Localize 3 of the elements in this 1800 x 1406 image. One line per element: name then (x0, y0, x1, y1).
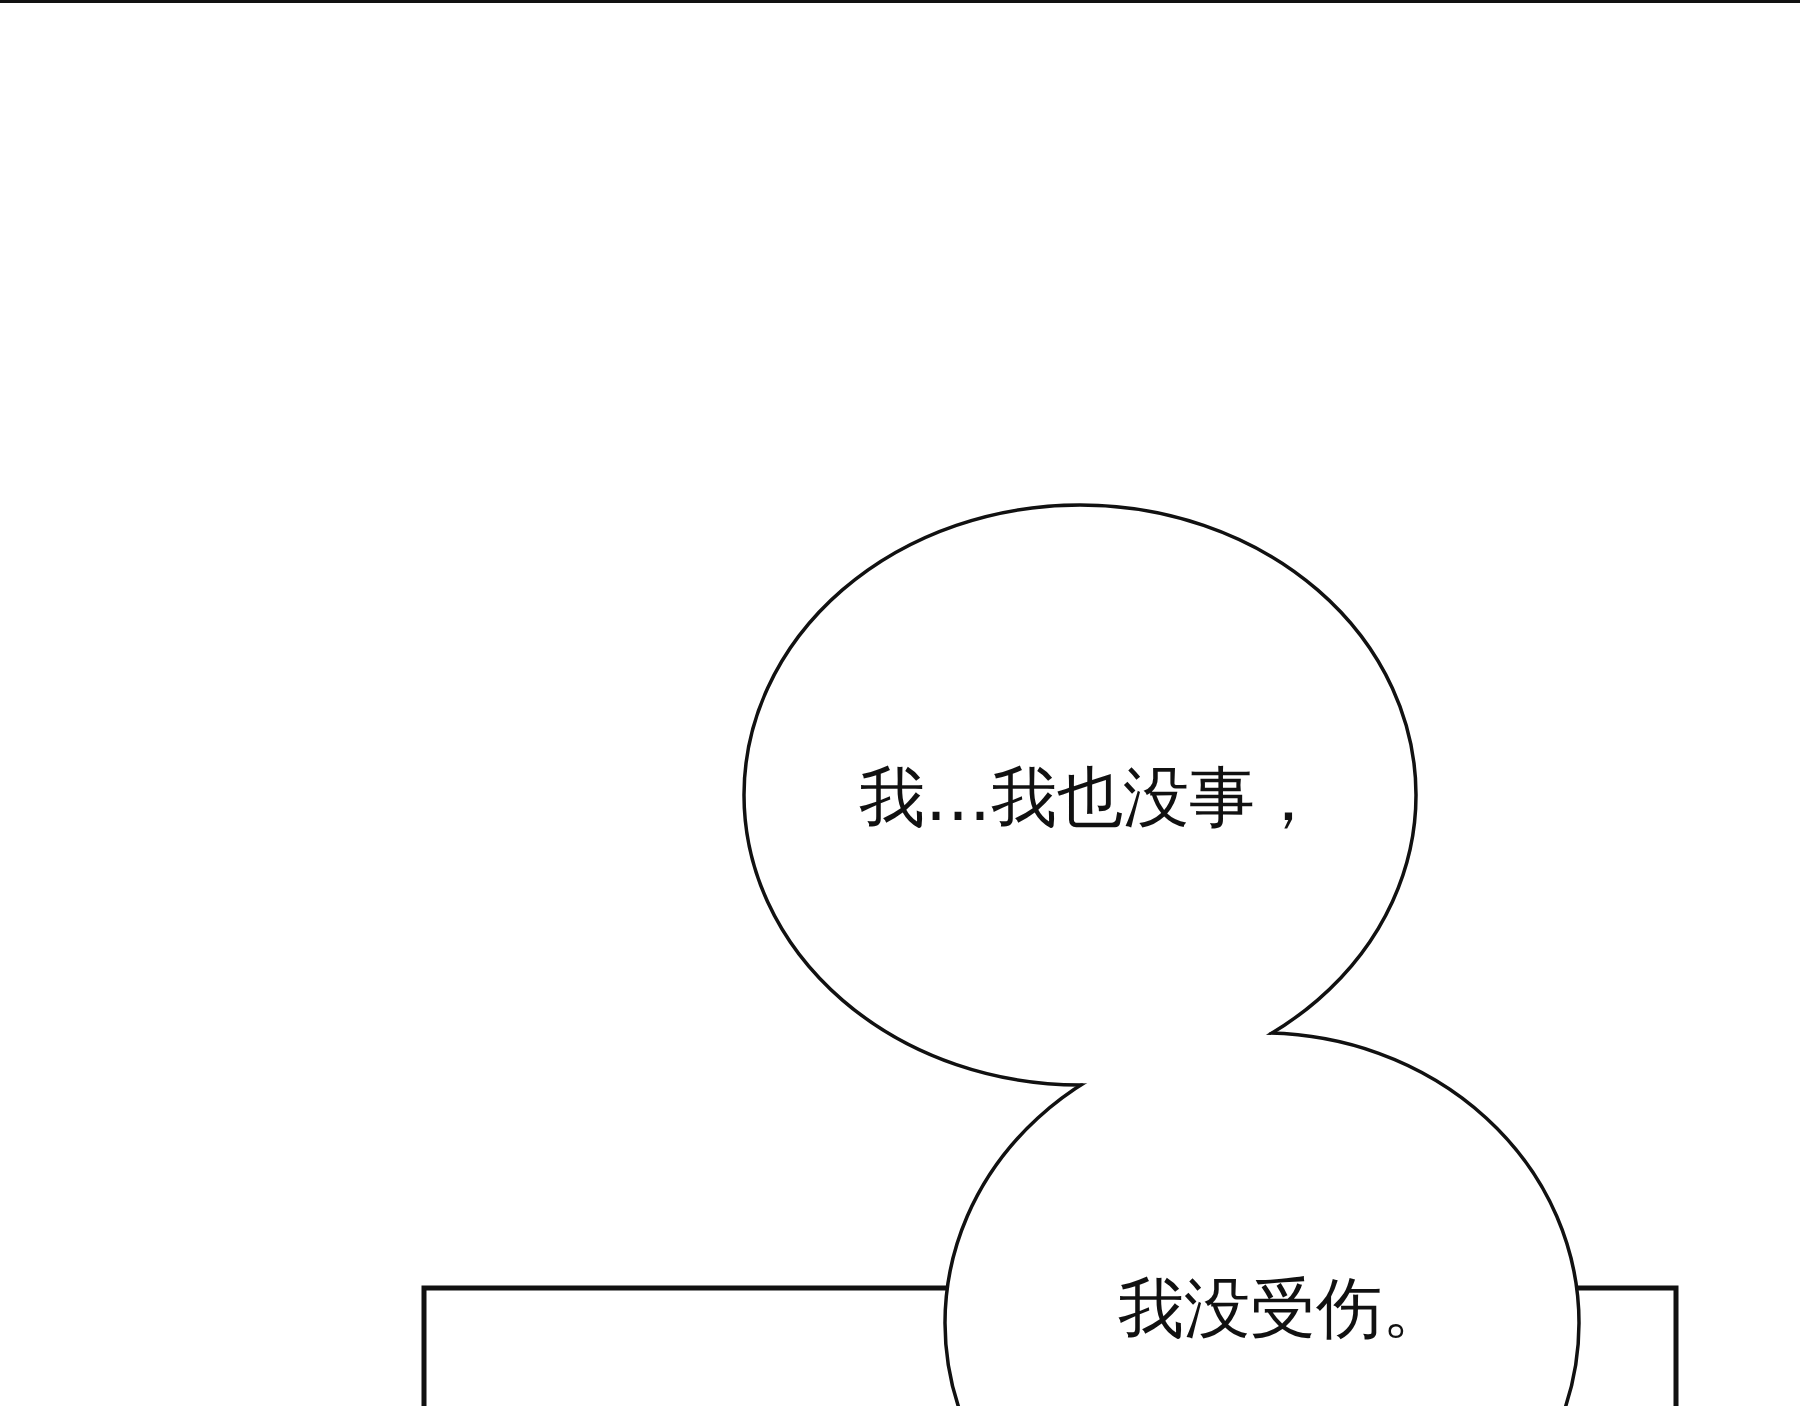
speech-text: 我没受伤。 (1118, 1269, 1448, 1349)
speech-text: 我…我也没事， (859, 758, 1321, 838)
speech-bubble (744, 505, 1416, 1085)
